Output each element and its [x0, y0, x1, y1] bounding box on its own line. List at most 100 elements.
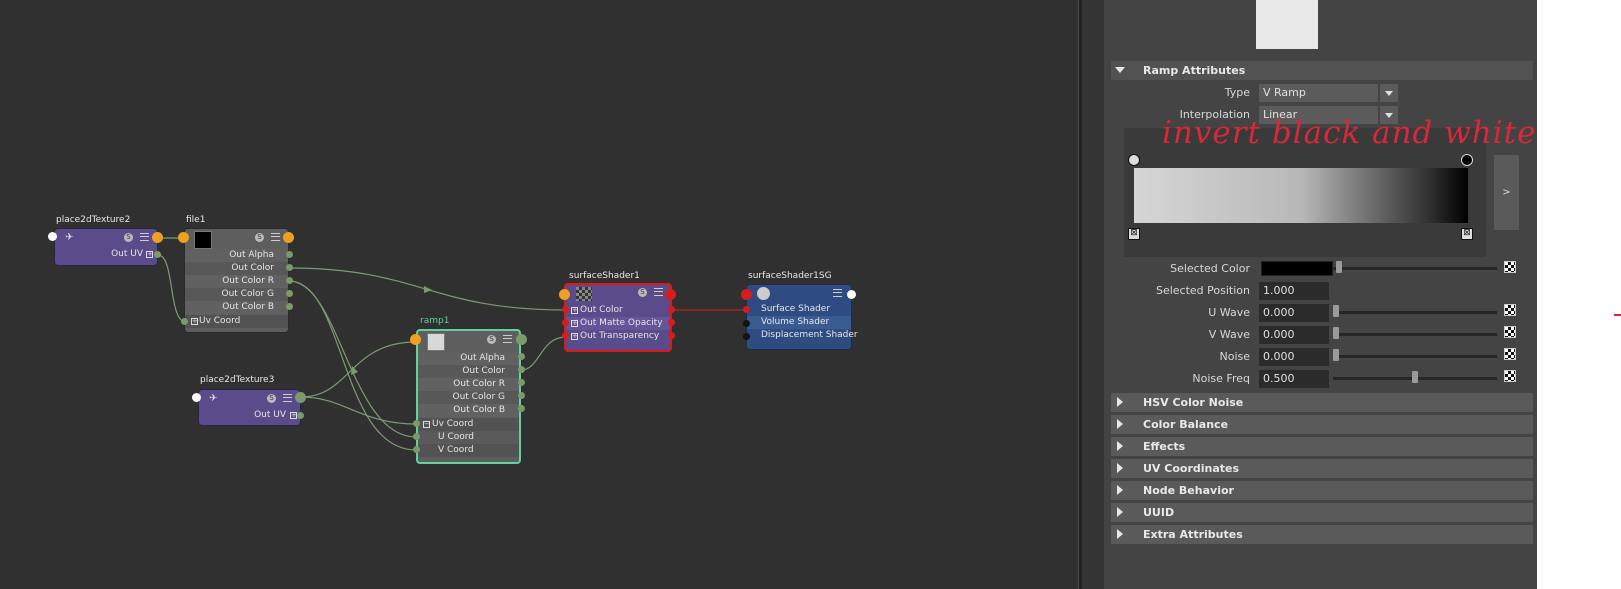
port-out-color-b[interactable]: [286, 303, 293, 310]
expand-icon[interactable]: −: [423, 420, 430, 428]
port-u-coord[interactable]: [413, 433, 420, 440]
port-output[interactable]: [283, 232, 294, 243]
section-node-behavior[interactable]: Node Behavior: [1111, 481, 1533, 500]
checker-map-icon[interactable]: [1504, 261, 1516, 273]
node-file1[interactable]: S Out Alpha Out Color Out Color R Out Co…: [184, 228, 289, 333]
section-extra-attributes[interactable]: Extra Attributes: [1111, 525, 1533, 544]
node-surfaceshader1[interactable]: S Out Color Out Matte Opacity Out Transp…: [564, 283, 672, 352]
port-in-out-color[interactable]: [562, 306, 569, 313]
port-out-color-r[interactable]: [518, 379, 525, 386]
expand-icon[interactable]: +: [290, 411, 297, 419]
port-volume-shader[interactable]: [743, 320, 750, 327]
ramp-handle-black[interactable]: [1461, 154, 1473, 166]
noise-slider-thumb[interactable]: [1333, 349, 1339, 361]
attribute-list-icon[interactable]: [140, 233, 149, 241]
port-out-color[interactable]: [518, 366, 525, 373]
section-effects[interactable]: Effects: [1111, 437, 1533, 456]
port-message-out[interactable]: [192, 393, 201, 402]
checker-map-icon[interactable]: [1504, 304, 1516, 316]
port-out-alpha[interactable]: [518, 353, 525, 360]
interpolation-dropdown[interactable]: Linear: [1259, 106, 1378, 124]
checker-map-icon[interactable]: [1504, 370, 1516, 382]
port-output[interactable]: [516, 334, 527, 345]
ramp-delete-handle-left[interactable]: ⊠: [1128, 228, 1140, 240]
section-uv-coordinates[interactable]: UV Coordinates: [1111, 459, 1533, 478]
noise-freq-field[interactable]: 0.500: [1259, 370, 1329, 388]
section-ramp-attributes[interactable]: Ramp Attributes: [1111, 61, 1533, 80]
port-input[interactable]: [741, 289, 752, 300]
port-out-color[interactable]: [668, 306, 675, 313]
port-out-uv[interactable]: [297, 412, 304, 419]
swatch-toggle-icon[interactable]: S: [267, 394, 276, 403]
expand-icon[interactable]: +: [146, 250, 153, 258]
swatch-toggle-icon[interactable]: S: [124, 233, 133, 242]
port-input[interactable]: [559, 289, 570, 300]
section-uuid[interactable]: UUID: [1111, 503, 1533, 522]
port-message-out[interactable]: [48, 232, 57, 241]
attribute-list-icon[interactable]: [654, 288, 663, 296]
u-wave-field[interactable]: 0.000: [1259, 304, 1329, 322]
chevron-down-icon[interactable]: [1380, 106, 1398, 124]
port-out-color-g[interactable]: [286, 290, 293, 297]
port-surface-shader[interactable]: [743, 306, 750, 313]
port-output[interactable]: [152, 232, 163, 243]
chevron-down-icon[interactable]: [1380, 84, 1398, 102]
section-color-balance[interactable]: Color Balance: [1111, 415, 1533, 434]
port-out-transparency[interactable]: [668, 332, 675, 339]
attribute-list-icon[interactable]: [271, 233, 280, 241]
port-out-color-r[interactable]: [286, 277, 293, 284]
port-out-color[interactable]: [286, 264, 293, 271]
port-out-matte-opacity[interactable]: [668, 319, 675, 326]
port-in-out-transparency[interactable]: [562, 332, 569, 339]
ramp-gradient[interactable]: [1134, 168, 1468, 223]
attribute-list-icon[interactable]: [833, 289, 842, 297]
v-wave-slider-thumb[interactable]: [1333, 327, 1339, 339]
attribute-list-icon[interactable]: [283, 394, 292, 402]
selected-color-slider-thumb[interactable]: [1336, 261, 1342, 273]
port-out-color-g[interactable]: [518, 392, 525, 399]
expand-icon[interactable]: +: [571, 319, 578, 327]
noise-field[interactable]: 0.000: [1259, 348, 1329, 366]
panel-splitter[interactable]: [1078, 0, 1082, 589]
ramp-expand-button[interactable]: >: [1494, 155, 1519, 230]
checker-map-icon[interactable]: [1504, 326, 1516, 338]
port-output[interactable]: [665, 289, 676, 300]
checker-map-icon[interactable]: [1504, 348, 1516, 360]
noise-freq-slider-thumb[interactable]: [1412, 371, 1418, 383]
port-message-out[interactable]: [847, 290, 856, 299]
noise-slider-track[interactable]: [1333, 355, 1497, 358]
type-dropdown[interactable]: V Ramp: [1259, 84, 1378, 102]
port-input[interactable]: [410, 334, 421, 345]
port-uv-coord[interactable]: [413, 420, 420, 427]
port-uv-coord[interactable]: [181, 318, 188, 325]
swatch-toggle-icon[interactable]: S: [487, 335, 496, 344]
node-editor-graph[interactable]: place2dTexture2 ✈ S Out UV + file1 S Out…: [0, 0, 1078, 589]
node-place2dtexture2[interactable]: ✈ S Out UV +: [54, 228, 158, 266]
expand-icon[interactable]: +: [191, 317, 198, 325]
expand-icon[interactable]: +: [571, 332, 578, 340]
port-displacement-shader[interactable]: [743, 333, 750, 340]
port-input[interactable]: [178, 232, 189, 243]
v-wave-field[interactable]: 0.000: [1259, 326, 1329, 344]
port-out-color-b[interactable]: [518, 405, 525, 412]
node-surfaceshader1sg[interactable]: Surface Shader Volume Shader Displacemen…: [746, 284, 858, 350]
ramp-delete-handle-right[interactable]: ⊠: [1461, 228, 1473, 240]
ramp-handle-white[interactable]: [1128, 154, 1140, 166]
u-wave-slider-track[interactable]: [1333, 311, 1497, 314]
selected-position-field[interactable]: 1.000: [1259, 282, 1329, 300]
port-out-alpha[interactable]: [286, 251, 293, 258]
port-v-coord[interactable]: [413, 446, 420, 453]
port-in-out-matte-opacity[interactable]: [562, 319, 569, 326]
v-wave-slider-track[interactable]: [1333, 333, 1497, 336]
node-place2dtexture3[interactable]: ✈ S Out UV +: [198, 389, 301, 426]
selected-color-swatch[interactable]: [1261, 261, 1333, 276]
attribute-list-icon[interactable]: [503, 335, 512, 343]
u-wave-slider-thumb[interactable]: [1333, 305, 1339, 317]
swatch-toggle-icon[interactable]: S: [638, 288, 647, 297]
section-hsv-color-noise[interactable]: HSV Color Noise: [1111, 393, 1533, 412]
port-out-uv[interactable]: [154, 251, 161, 258]
swatch-toggle-icon[interactable]: S: [255, 233, 264, 242]
expand-icon[interactable]: +: [571, 306, 578, 314]
selected-color-slider-track[interactable]: [1333, 267, 1497, 270]
port-output[interactable]: [295, 392, 306, 403]
